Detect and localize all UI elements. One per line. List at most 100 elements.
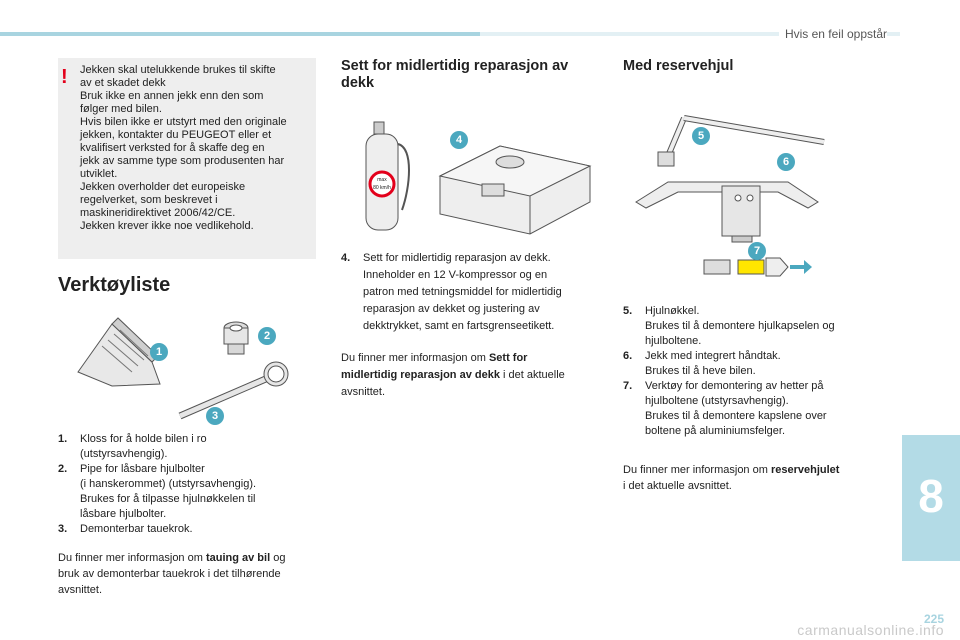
bottle-label-speed: 80 km/h [373,185,391,191]
list-item: 4. Sett for midlertidig reparasjon av de… [341,250,611,335]
warning-line: utviklet. [80,168,118,180]
spare-wheel-paragraph: Du finner mer informasjon om reservehjul… [623,462,883,494]
heading-line: Sett for midlertidig reparasjon av [341,58,569,74]
list-item-text: (utstyrsavhengig). [80,448,168,460]
chapter-number: 8 [918,470,944,522]
locking-bolt-socket-icon [223,321,249,355]
warning-icon: ! [61,66,68,88]
list-item-text: Hjulnøkkel. [645,305,700,317]
list-item: 1. Kloss for å holde bilen i ro (utstyrsa… [58,432,320,462]
list-item-number: 7. [623,380,633,392]
list-item: 3. Demonterbar tauekrok. [58,522,320,537]
tools-list: 1. Kloss for å holde bilen i ro (utstyrsa… [58,432,320,537]
para-text: Du finner mer informasjon om [623,464,771,476]
list-item: 5. Hjulnøkkel. Brukes til å demontere hju… [623,304,883,349]
warning-line: regelverket, som beskrevet i [80,194,218,206]
warning-line: Jekken krever ikke noe vedlikehold. [80,220,254,232]
warning-line: jekken, kontakter du PEUGEOT eller et [80,129,272,141]
list-item: 7. Verktøy for demontering av hetter på h… [623,379,883,439]
list-item-text: hjulboltene. [645,335,702,347]
warning-line: av et skadet dekk [80,77,166,89]
callout-badge-7: 7 [748,242,766,260]
sealant-bottle-icon: max 80 km/h [365,121,410,231]
list-item-text: patron med tetningsmiddel for midlertidi… [363,286,562,298]
list-item-text: Brukes til å demontere hjulkapselen og [645,320,835,332]
para-text: Du finner mer informasjon om [58,552,206,564]
tools-heading: Verktøyliste [58,274,171,296]
cap-removal-tool-icon [703,257,812,277]
list-item-text: Inneholder en 12 V-kompressor og en [363,269,548,281]
callout-badge-2: 2 [258,327,276,345]
list-item-text: Brukes for å tilpasse hjulnøkkelen til [80,493,256,505]
warning-line: Jekken skal utelukkende brukes til skift… [80,64,276,76]
callout-badge-4: 4 [450,131,468,149]
page-number: 225 [923,612,944,626]
warning-line: kvalifisert verksted for å skaffe deg en [80,142,265,154]
jack-icon [635,181,819,243]
list-item-text: Demonterbar tauekrok. [80,523,193,535]
chapter-tab: 8 [902,435,960,561]
callout-badge-5: 5 [692,127,710,145]
list-item-text: låsbare hjulbolter. [80,508,167,520]
warning-line: maskineridirektivet 2006/42/CE. [80,207,236,219]
header-bar-light [480,32,900,36]
para-text: og [270,552,286,564]
spare-wheel-list: 5. Hjulnøkkel. Brukes til å demontere hju… [623,304,883,439]
warning-line: Jekken overholder det europeiske [80,181,246,193]
list-item-text: dekktrykket, samt en fartsgrenseetikett. [363,320,555,332]
list-item-text: Kloss for å holde bilen i ro [80,433,207,445]
para-link-text: reservehjulet [770,464,840,476]
callout-badge-6: 6 [777,153,795,171]
para-text: avsnittet. [341,386,386,398]
spare-wheel-illustration [635,115,825,277]
compressor-icon [438,145,592,235]
warning-box: ! Jekken skal utelukkende brukes til ski… [58,58,316,259]
list-item-number: 1. [58,433,68,445]
wheel-chock-icon [77,317,161,387]
tools-illustration [77,317,289,420]
bottle-label-max: max [377,177,387,183]
para-text: Du finner mer informasjon om [341,352,489,364]
repair-kit-heading: Sett for midlertidig reparasjon av dekk [341,58,611,92]
list-item-text: Brukes til å heve bilen. [645,365,756,377]
para-text: bruk av demonterbar tauekrok i det tilhø… [58,568,281,580]
repair-kit-illustration: max 80 km/h [365,121,592,235]
list-item-number: 5. [623,305,633,317]
list-item-number: 6. [623,350,633,362]
para-text: avsnittet. [58,584,103,596]
watermark: carmanualsonline.info [797,622,944,638]
callout-badge-1: 1 [150,343,168,361]
wheel-wrench-icon [657,115,825,167]
spare-wheel-heading: Med reservehjul [623,58,734,74]
list-item-text: Pipe for låsbare hjulbolter [80,463,205,475]
para-text: i det aktuelle avsnittet. [623,480,732,492]
repair-kit-paragraph: Du finner mer informasjon om Sett for mi… [341,350,611,401]
para-link-text: midlertidig reparasjon av dekk [341,369,500,381]
list-item-text: Brukes til å demontere kapslene over [645,410,827,422]
warning-text: Jekken skal utelukkende brukes til skift… [80,64,316,233]
list-item-text: boltene på aluminiumsfelger. [645,425,786,437]
list-item: 2. Pipe for låsbare hjulbolter (i hansker… [58,462,320,522]
warning-line: jekk av samme type som produsenten har [80,155,285,167]
para-text: i det aktuelle [499,369,565,381]
list-item-text: Jekk med integrert håndtak. [645,350,781,362]
list-item-text: (i hanskerommet) (utstyrsavhengig). [80,478,257,490]
heading-line: dekk [341,75,375,91]
warning-line: Bruk ikke en annen jekk enn den som [80,90,264,102]
list-item-text: Verktøy for demontering av hetter på [645,380,824,392]
list-item-text: Sett for midlertidig reparasjon av dekk. [363,252,551,264]
para-link-text: Sett for [488,352,528,364]
warning-line: Hvis bilen ikke er utstyrt med den origi… [80,116,287,128]
list-item-number: 2. [58,463,68,475]
tools-paragraph: Du finner mer informasjon om tauing av b… [58,550,320,598]
repair-kit-list: 4. Sett for midlertidig reparasjon av de… [341,250,611,335]
list-item-number: 4. [341,252,351,264]
list-item-text: reparasjon av dekket og justering av [363,303,540,315]
callout-badge-3: 3 [206,407,224,425]
list-item-text: hjulboltene (utstyrsavhengig). [645,395,789,407]
list-item: 6. Jekk med integrert håndtak. Brukes til… [623,349,883,379]
para-link-text: tauing av bil [205,552,271,564]
towing-eye-icon [178,361,289,420]
section-title: Hvis en feil oppstår [778,27,887,41]
list-item-number: 3. [58,523,68,535]
